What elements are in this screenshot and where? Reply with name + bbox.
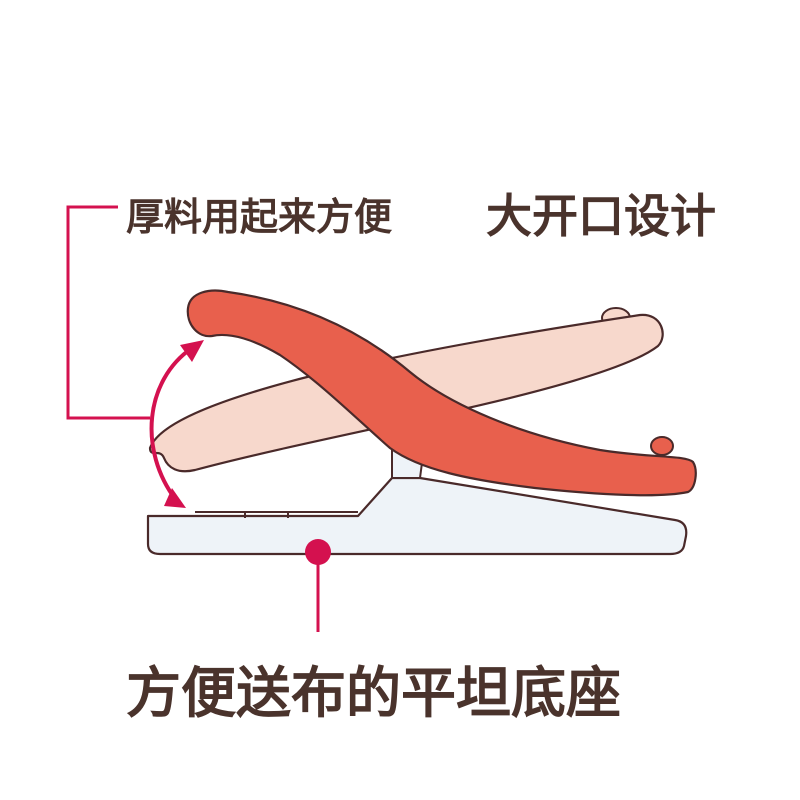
callout-line-opening — [66, 205, 150, 420]
arrow-head-up-icon — [180, 340, 204, 362]
upper-handle — [186, 289, 697, 497]
thick-material-label: 厚料用起来方便 — [126, 195, 393, 239]
opening-arrow — [149, 346, 194, 502]
arrow-head-down-icon — [164, 488, 186, 508]
callout-dot-base — [305, 539, 331, 565]
big-opening-label: 大开口设计 — [486, 189, 716, 243]
flat-base — [146, 476, 688, 556]
flat-base-label: 方便送布的平坦底座 — [126, 661, 622, 725]
upper-handle-knob — [650, 436, 674, 456]
